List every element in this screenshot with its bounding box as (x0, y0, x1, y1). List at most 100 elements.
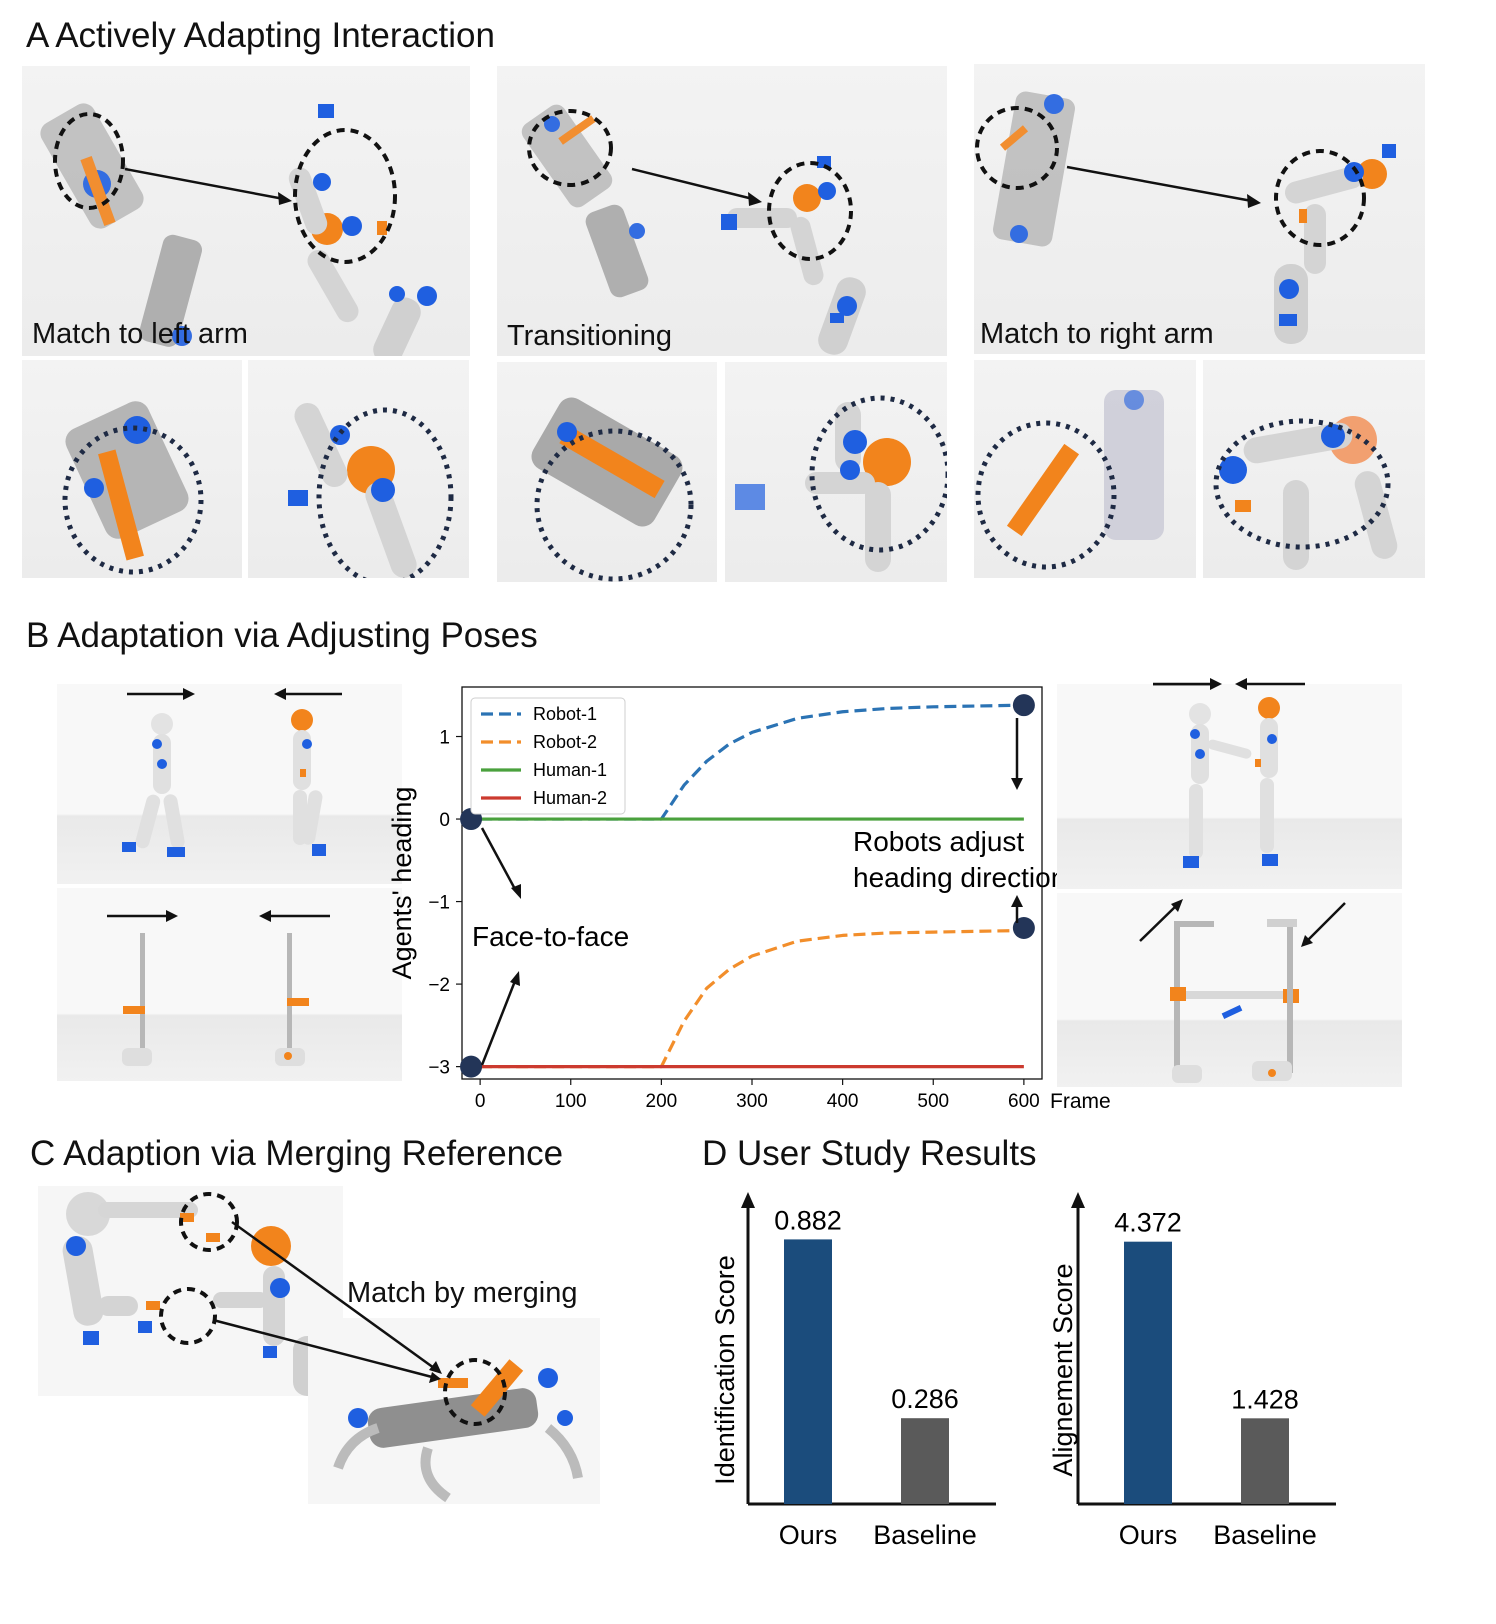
mobile-manipulator-icon (107, 910, 330, 1066)
y-tick-label: 0 (439, 810, 450, 831)
section-b-title: B Adaptation via Adjusting Poses (26, 616, 538, 655)
category-label: Ours (779, 1520, 838, 1550)
panel-a-zoom-6 (1203, 360, 1425, 578)
y-axis-label: Alignement Score (1048, 1263, 1078, 1476)
y-axis-label: Agents' heading (387, 787, 417, 980)
caption-transitioning: Transitioning (507, 320, 672, 352)
panel-a-top-middle-image: Transitioning (497, 66, 947, 356)
panel-b-humans-right (1057, 684, 1402, 889)
marker-point (460, 1055, 483, 1078)
y-tick-label: 1 (439, 728, 450, 749)
annotation-match-by-merging: Match by merging (347, 1277, 578, 1309)
dashed-circle-highlight (53, 112, 125, 210)
panel-a-zoom-2 (248, 360, 469, 578)
dashed-circle-highlight (975, 420, 1117, 570)
humanoid-robot-icon (735, 395, 947, 572)
x-tick-label: 200 (646, 1091, 678, 1112)
dashed-circle-highlight (179, 1192, 239, 1252)
section-c-title: C Adaption via Merging Reference (30, 1134, 564, 1173)
panel-a-top-left-image: Match to left arm (22, 66, 470, 356)
x-tick-label: 100 (555, 1091, 587, 1112)
humanoid-robot-icon (975, 91, 1396, 344)
legend-label: Robot-1 (533, 704, 597, 724)
category-label: Baseline (873, 1520, 977, 1550)
axis-arrow-icon (741, 1192, 755, 1208)
mobile-manipulator-icon (1139, 899, 1346, 1083)
x-tick-label: 400 (827, 1091, 859, 1112)
quadruped-robot-icon (62, 401, 204, 575)
annotation-face-to-face: Face-to-face (472, 921, 629, 952)
dashed-circle-highlight (159, 1287, 217, 1345)
category-label: Ours (1119, 1520, 1178, 1550)
chart-series (480, 703, 1024, 1069)
panel-b-robots-right (1057, 893, 1402, 1087)
x-tick-label: 300 (736, 1091, 768, 1112)
humanoid-robot-icon (1153, 684, 1280, 868)
panel-a-zoom-5 (974, 360, 1196, 578)
dashed-circle-highlight (975, 106, 1059, 190)
humanoid-robot-icon (40, 103, 437, 356)
panel-a-top-right-image: Match to right arm (974, 64, 1425, 354)
legend-label: Human-1 (533, 760, 607, 780)
caption-match-left-arm: Match to left arm (32, 318, 248, 350)
category-label: Baseline (1213, 1520, 1317, 1550)
x-tick-label: 500 (917, 1091, 949, 1112)
humanoid-robot-icon (62, 1192, 323, 1396)
dashed-circle-highlight (1213, 418, 1391, 550)
x-axis-label: Frame (1050, 1090, 1111, 1113)
bar-value-label: 1.428 (1231, 1384, 1299, 1414)
dashed-circle-highlight (534, 428, 694, 582)
panel-a-zoom-1 (22, 360, 242, 578)
y-tick-label: −1 (428, 893, 450, 914)
humanoid-robot-icon (521, 104, 866, 355)
axis-arrow-icon (1071, 1192, 1085, 1208)
caption-match-right-arm: Match to right arm (980, 318, 1214, 350)
bar-value-label: 0.882 (774, 1205, 842, 1235)
y-axis-label: Identification Score (710, 1255, 740, 1485)
legend-label: Robot-2 (533, 732, 597, 752)
quadruped-robot-icon (531, 397, 694, 582)
series-line-robot-1 (480, 703, 1024, 821)
section-a-title: A Actively Adapting Interaction (26, 16, 495, 55)
panel-a-zoom-4 (725, 362, 947, 582)
quadruped-robot-icon (333, 1359, 583, 1503)
annotation-robots-adjust-1: Robots adjust (853, 826, 1024, 857)
dashed-circle-highlight (527, 109, 613, 187)
panel-b-humans-left (57, 684, 402, 884)
chart-markers (460, 694, 1035, 1078)
legend-label: Human-2 (533, 788, 607, 808)
x-tick-label: 0 (475, 1091, 486, 1112)
bar-value-label: 0.286 (891, 1384, 959, 1414)
dashed-circle-highlight (62, 425, 204, 575)
marker-point (1012, 694, 1035, 717)
dashed-circle-highlight (443, 1358, 507, 1426)
series-line-robot-2 (480, 928, 1024, 1069)
bar-ours (784, 1239, 832, 1504)
humanoid-robot-icon (122, 688, 342, 857)
bar-baseline (901, 1418, 949, 1504)
dashed-circle-highlight (809, 395, 947, 553)
dashed-circle-highlight (1274, 149, 1366, 247)
panel-b-robots-left (57, 888, 402, 1081)
dashed-circle-highlight (767, 161, 853, 261)
panel-a-zoom-3 (497, 362, 717, 582)
arrow-icon (1153, 678, 1305, 690)
bar-value-label: 4.372 (1114, 1208, 1182, 1238)
section-d-title: D User Study Results (702, 1134, 1037, 1173)
marker-point (1012, 916, 1035, 939)
quadruped-robot-icon (975, 390, 1164, 570)
arrow-icon (480, 718, 1023, 1066)
y-tick-label: −3 (428, 1058, 450, 1079)
bar-baseline (1241, 1418, 1289, 1504)
dashed-circle-highlight (293, 128, 397, 264)
humanoid-robot-icon (1213, 416, 1398, 570)
bar-ours (1124, 1241, 1172, 1504)
panel-c-quadruped-image (308, 1318, 600, 1504)
x-tick-label: 600 (1008, 1091, 1040, 1112)
dashed-circle-highlight (316, 407, 454, 578)
annotation-robots-adjust-2: heading direction (853, 862, 1066, 893)
